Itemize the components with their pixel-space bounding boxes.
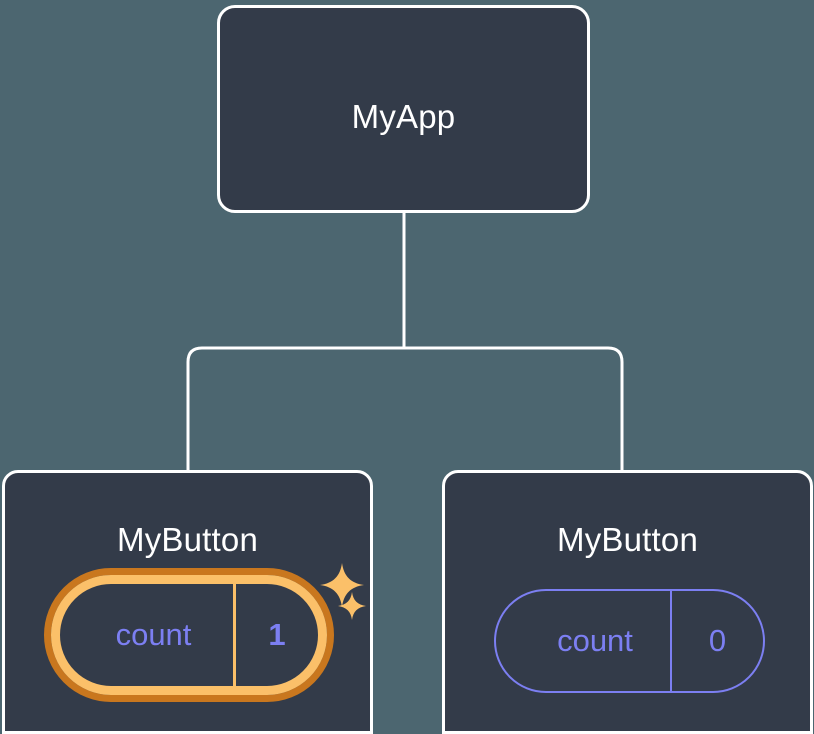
connector-branch-bracket: [186, 346, 624, 470]
state-pill-left[interactable]: count 1: [44, 568, 334, 702]
node-myapp-label: MyApp: [351, 98, 456, 135]
state-pill-left-key: count: [60, 584, 236, 686]
state-pill-right-value: 0: [708, 623, 727, 658]
state-pill-left-inner-ring: count 1: [51, 575, 327, 695]
state-pill-left-value: 1: [268, 617, 286, 652]
node-mybutton-right-label: MyButton: [557, 521, 698, 558]
node-myapp[interactable]: MyApp: [217, 5, 590, 213]
state-pill-right-key: count: [496, 591, 672, 691]
node-mybutton-left-label: MyButton: [117, 521, 258, 558]
state-pill-right[interactable]: count 0: [494, 589, 765, 693]
